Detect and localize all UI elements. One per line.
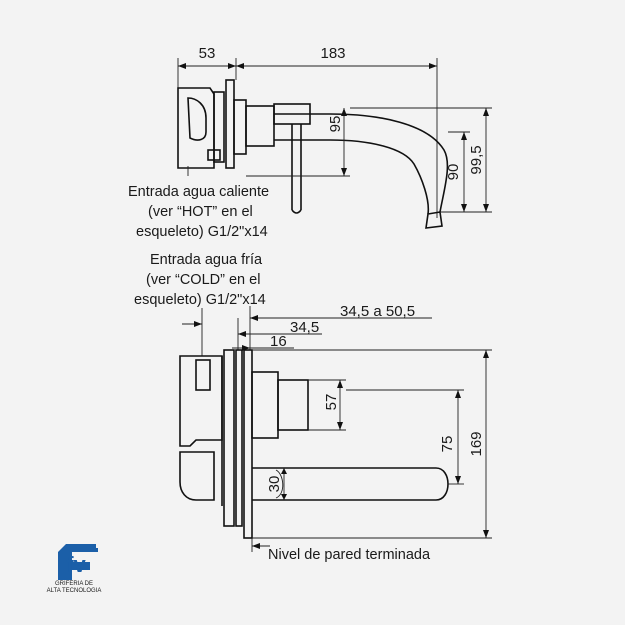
dim-57: 57	[323, 394, 340, 411]
dim-183: 183	[320, 45, 345, 62]
side-wall-plate	[223, 349, 235, 527]
side-valve-body	[179, 355, 223, 447]
dim-90: 90	[445, 164, 462, 181]
dim-95: 95	[327, 116, 344, 133]
dim-169: 169	[468, 431, 485, 456]
dim-53: 53	[199, 45, 216, 62]
dim-range: 34,5 a 50,5	[340, 303, 415, 320]
dim-75: 75	[439, 436, 456, 453]
cold-label-line-2: (ver “COLD” en el	[146, 272, 260, 288]
spout	[274, 113, 449, 213]
dim-34-5: 34,5	[290, 319, 319, 336]
dim-30: 30	[266, 476, 283, 493]
cold-label-line-3: esqueleto) G1/2"x14	[134, 292, 266, 308]
wall-level-label: Nivel de pared terminada	[268, 547, 431, 563]
logo-line-2: ALTA TECNOLOGIA	[47, 588, 102, 594]
wall-plate	[225, 79, 235, 169]
side-view: 34,5 a 50,5 34,5 16 57	[179, 303, 492, 563]
top-view: 53 183 95 90	[177, 45, 492, 229]
logo-line-1: GRIFERIA DE	[55, 581, 93, 587]
handle	[277, 379, 309, 431]
cold-inlet-label: Entrada agua fría (ver “COLD” en el esqu…	[134, 252, 266, 308]
fv-logo: fv GRIFERIA DE ALTA TECNOLOGIA	[47, 544, 102, 594]
handle-base	[251, 371, 279, 439]
dim-99-5: 99,5	[468, 145, 485, 174]
logo-mark: fv	[66, 552, 86, 577]
hot-label-line-3: esqueleto) G1/2"x14	[136, 224, 268, 240]
hot-inlet-label: Entrada agua caliente (ver “HOT” en el e…	[128, 184, 269, 240]
hot-label-line-1: Entrada agua caliente	[128, 184, 269, 200]
hot-label-line-2: (ver “HOT” en el	[148, 204, 253, 220]
dim-16: 16	[270, 333, 287, 350]
cold-label-line-1: Entrada agua fría	[150, 252, 263, 268]
